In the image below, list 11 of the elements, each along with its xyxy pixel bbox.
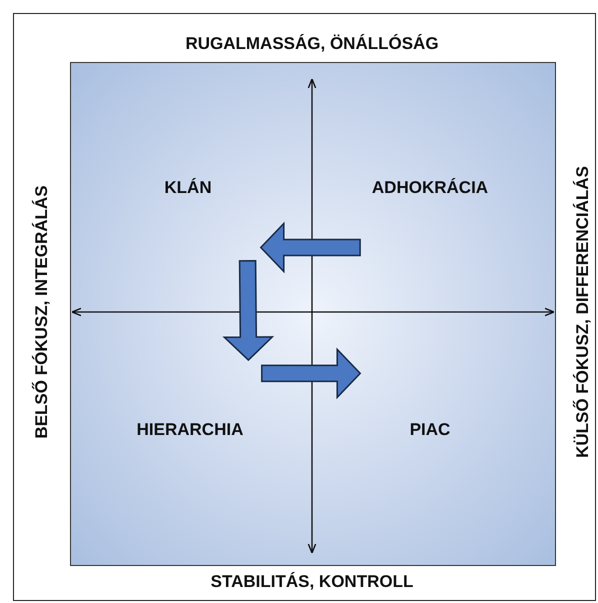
- quadrant-label: PIAC: [365, 420, 495, 440]
- block-arrow: [260, 222, 361, 274]
- quadrant-label: KLÁN: [123, 178, 253, 198]
- axis-label: BELSŐ FÓKUSZ, INTEGRÁLÁS: [32, 185, 52, 439]
- axis-label: RUGALMASSÁG, ÖNÁLLÓSÁG: [185, 34, 439, 54]
- axis-label: STABILITÁS, KONTROLL: [210, 572, 414, 592]
- axis-label: KÜLSŐ FÓKUSZ, DIFFERENCIÁLÁS: [573, 166, 593, 458]
- block-arrow: [222, 260, 274, 362]
- quadrant-label: HIERARCHIA: [125, 420, 255, 440]
- quadrant-label: ADHOKRÁCIA: [365, 178, 495, 198]
- block-arrow: [261, 348, 362, 400]
